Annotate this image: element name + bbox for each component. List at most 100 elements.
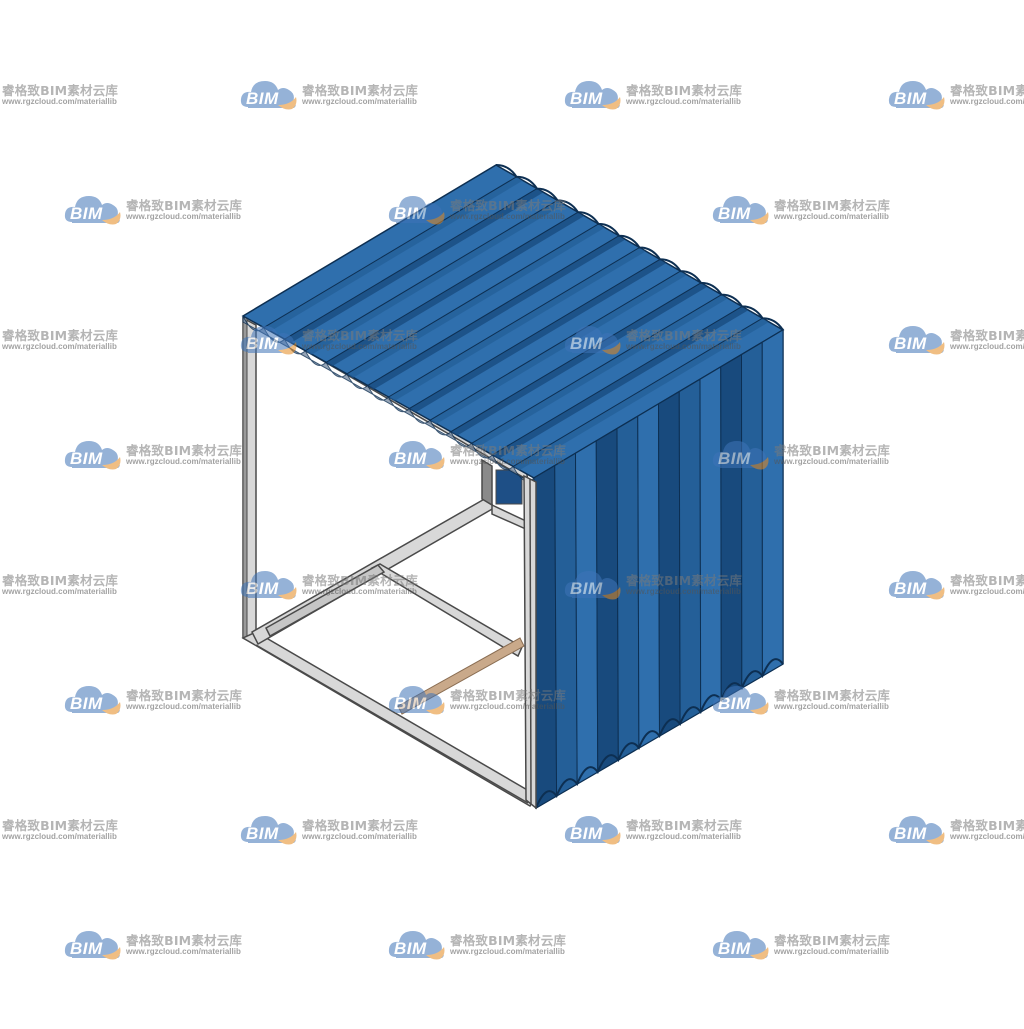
watermark-brand: 睿格致BIM素材云库 [2,573,119,588]
watermark-url: www.rgzcloud.com/materiallib [2,342,117,351]
watermark-url: www.rgzcloud.com/materiallib [774,212,889,221]
watermark: BIM 睿格致BIM素材云库 www.rgzcloud.com/material… [562,565,762,605]
watermark-logo-text: BIM [70,694,103,713]
cloud-icon [240,326,297,355]
roof-seam [492,305,743,456]
watermark-logo-text: BIM [246,334,279,353]
watermark-url: www.rgzcloud.com/materiallib [626,587,741,596]
watermark-logo-text: BIM [570,89,603,108]
watermark-url: www.rgzcloud.com/materiallib [626,342,741,351]
watermark-url: www.rgzcloud.com/materiallib [302,342,417,351]
watermark: BIM 睿格致BIM素材云库 www.rgzcloud.com/material… [710,190,910,230]
roof-rib [409,259,666,413]
cloud-icon [240,816,297,845]
cloud-icon [64,441,121,470]
roof-edge-far [495,163,784,331]
steel-frame-back [241,315,538,808]
roof-seam [512,317,763,467]
watermark-brand: 睿格致BIM素材云库 [950,573,1024,588]
watermark-logo-text: BIM [570,824,603,843]
watermark-url: www.rgzcloud.com/materiallib [2,97,117,106]
roof-rib [305,200,564,355]
watermark-brand: 睿格致BIM素材云库 [950,818,1024,833]
roof-rib [388,247,646,401]
watermark-logo-text: BIM [246,579,279,598]
roof-seam [388,247,640,398]
cloud-icon [64,931,121,960]
watermark-url: www.rgzcloud.com/materiallib [126,702,241,711]
watermark-logo-text: BIM [70,939,103,958]
frame-beam-edge [255,644,529,804]
watermark-url: www.rgzcloud.com/materiallib [950,97,1024,106]
watermark-url: www.rgzcloud.com/materiallib [626,97,741,106]
watermark-brand: 睿格致BIM素材云库 [302,818,419,833]
watermark: BIM 睿格致BIM素材云库 www.rgzcloud.com/material… [62,925,262,965]
watermark-logo-text: BIM [70,449,103,468]
watermark-brand: 睿格致BIM素材云库 [2,83,119,98]
watermark-url: www.rgzcloud.com/materiallib [450,702,565,711]
watermark-logo-text: BIM [246,89,279,108]
watermark-url: www.rgzcloud.com/materiallib [302,97,417,106]
roof-rib [471,294,728,448]
watermark: BIM 睿格致BIM素材云库 www.rgzcloud.com/material… [710,435,910,475]
roof-seam [429,270,681,421]
watermark-logo-text: BIM [394,204,427,223]
watermark-brand: 睿格致BIM素材云库 [126,198,243,213]
roof-rib [367,235,625,390]
watermark-url: www.rgzcloud.com/materiallib [302,832,417,841]
steel-frame-front [523,474,537,810]
cloud-icon [564,816,621,845]
watermark-brand: 睿格致BIM素材云库 [626,573,743,588]
watermark-url: www.rgzcloud.com/materiallib [302,587,417,596]
roof-rib [284,188,543,344]
cloud-icon [564,571,621,600]
watermark: BIM 睿格致BIM素材云库 www.rgzcloud.com/material… [710,680,910,720]
watermark-brand: 睿格致BIM素材云库 [302,573,419,588]
cloud-icon [388,931,445,960]
watermark-brand: 睿格致BIM素材云库 [626,83,743,98]
cloud-icon [888,326,945,355]
watermark: BIM 睿格致BIM素材云库 www.rgzcloud.com/material… [0,320,138,360]
watermark-brand: 睿格致BIM素材云库 [774,443,891,458]
watermark-brand: 睿格致BIM素材云库 [126,933,243,948]
watermark-logo-text: BIM [894,579,927,598]
watermark-logo-text: BIM [394,939,427,958]
watermark: BIM 睿格致BIM素材云库 www.rgzcloud.com/material… [886,75,1024,115]
watermark-url: www.rgzcloud.com/materiallib [950,832,1024,841]
watermark: BIM 睿格致BIM素材云库 www.rgzcloud.com/material… [710,925,910,965]
cloud-icon [712,441,769,470]
watermark: BIM 睿格致BIM素材云库 www.rgzcloud.com/material… [562,75,762,115]
cloud-icon [388,441,445,470]
roof-seam [346,223,599,375]
cloud-icon [64,196,121,225]
frame-post-front-edge [529,478,532,805]
watermark: BIM 睿格致BIM素材云库 www.rgzcloud.com/material… [0,810,138,850]
watermark-brand: 睿格致BIM素材云库 [450,933,567,948]
watermark-brand: 睿格致BIM素材云库 [774,933,891,948]
watermark-url: www.rgzcloud.com/materiallib [2,832,117,841]
roof-seam [450,282,702,433]
watermark-brand: 睿格致BIM素材云库 [2,818,119,833]
watermark-url: www.rgzcloud.com/materiallib [126,947,241,956]
watermark: BIM 睿格致BIM素材云库 www.rgzcloud.com/material… [886,565,1024,605]
watermark-url: www.rgzcloud.com/materiallib [126,212,241,221]
watermark: BIM 睿格致BIM素材云库 www.rgzcloud.com/material… [386,680,586,720]
watermark-logo-text: BIM [394,694,427,713]
cloud-icon [888,816,945,845]
watermark: BIM 睿格致BIM素材云库 www.rgzcloud.com/material… [62,435,262,475]
roof-seam [367,235,620,386]
corrugated-roof [241,163,785,485]
watermark-logo-text: BIM [394,449,427,468]
cloud-icon [240,81,297,110]
roof-rib [263,176,523,332]
roof-rib [346,223,605,378]
watermark: BIM 睿格致BIM素材云库 www.rgzcloud.com/material… [562,320,762,360]
watermark-brand: 睿格致BIM素材云库 [450,443,567,458]
watermark-url: www.rgzcloud.com/materiallib [626,832,741,841]
watermark-brand: 睿格致BIM素材云库 [626,818,743,833]
watermark-url: www.rgzcloud.com/materiallib [450,947,565,956]
watermark: BIM 睿格致BIM素材云库 www.rgzcloud.com/material… [62,190,262,230]
watermark: BIM 睿格致BIM素材云库 www.rgzcloud.com/material… [386,435,586,475]
cloud-icon [712,686,769,715]
